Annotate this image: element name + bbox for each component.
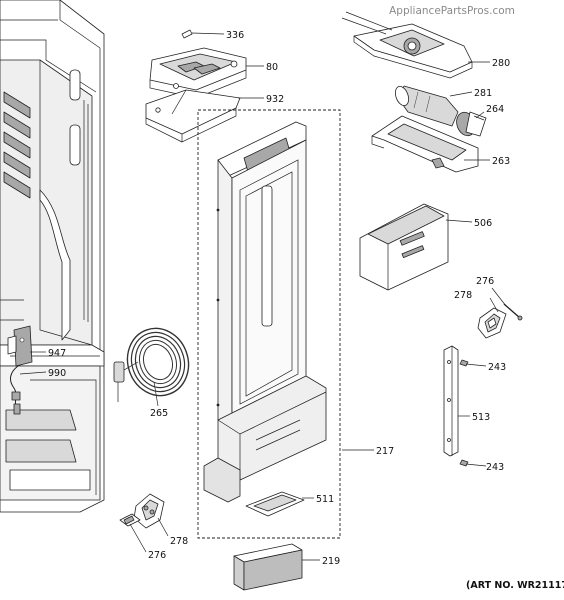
grille-219[interactable] bbox=[233, 543, 303, 591]
callout-263: 263 bbox=[492, 156, 510, 167]
filter-cartridge-281[interactable] bbox=[393, 85, 459, 127]
callout-278-right: 278 bbox=[454, 290, 472, 301]
cover-932[interactable] bbox=[145, 89, 241, 143]
callout-217: 217 bbox=[376, 446, 394, 457]
bracket-80[interactable] bbox=[149, 47, 247, 99]
filter-head-280[interactable] bbox=[341, 11, 473, 79]
watermark: AppliancePartsPros.com bbox=[389, 5, 515, 17]
callout-264: 264 bbox=[486, 104, 504, 115]
callout-243-bottom: 243 bbox=[486, 462, 504, 473]
callout-511: 511 bbox=[316, 494, 334, 505]
leader-lines bbox=[19, 32, 507, 561]
callout-513: 513 bbox=[472, 412, 490, 423]
callout-labels: 336 80 932 280 281 264 263 506 276 278 2… bbox=[48, 30, 510, 567]
callout-990: 990 bbox=[48, 368, 66, 379]
electronic-control-947[interactable] bbox=[7, 325, 33, 367]
screw-243-top[interactable] bbox=[459, 359, 469, 367]
screw-276-right[interactable] bbox=[503, 303, 523, 321]
callout-219: 219 bbox=[322, 556, 340, 567]
fridge-cabinet bbox=[0, 0, 105, 513]
assembly-outline-217 bbox=[197, 109, 341, 539]
callout-506: 506 bbox=[474, 218, 492, 229]
pin-336[interactable] bbox=[181, 29, 193, 39]
connector-276-bottom[interactable] bbox=[119, 513, 141, 527]
callout-243-top: 243 bbox=[488, 362, 506, 373]
callout-80: 80 bbox=[266, 62, 278, 73]
art-number: (ART NO. WR21117 C bbox=[466, 580, 564, 591]
callout-280: 280 bbox=[492, 58, 510, 69]
callout-336: 336 bbox=[226, 30, 244, 41]
filter-cover-263[interactable] bbox=[371, 115, 479, 173]
screw-243-bottom[interactable] bbox=[459, 459, 469, 467]
trim-513[interactable] bbox=[443, 345, 459, 457]
callout-278-bottom: 278 bbox=[170, 536, 188, 547]
callout-932: 932 bbox=[266, 94, 284, 105]
heater-coil-265[interactable] bbox=[113, 320, 198, 404]
dispenser-cover-506[interactable] bbox=[359, 203, 449, 291]
wire-harness-990[interactable] bbox=[10, 365, 21, 415]
gasket-278-bottom[interactable] bbox=[133, 493, 165, 529]
callout-276-bottom: 276 bbox=[148, 550, 166, 561]
drip-tray-511[interactable] bbox=[245, 491, 305, 517]
callout-265: 265 bbox=[150, 408, 168, 419]
callout-276-right: 276 bbox=[476, 276, 494, 287]
filter-cap-264[interactable] bbox=[453, 110, 487, 139]
dispenser-housing-217[interactable] bbox=[203, 121, 327, 503]
callout-947: 947 bbox=[48, 348, 66, 359]
gasket-278-right[interactable] bbox=[477, 307, 507, 339]
callout-281: 281 bbox=[474, 88, 492, 99]
